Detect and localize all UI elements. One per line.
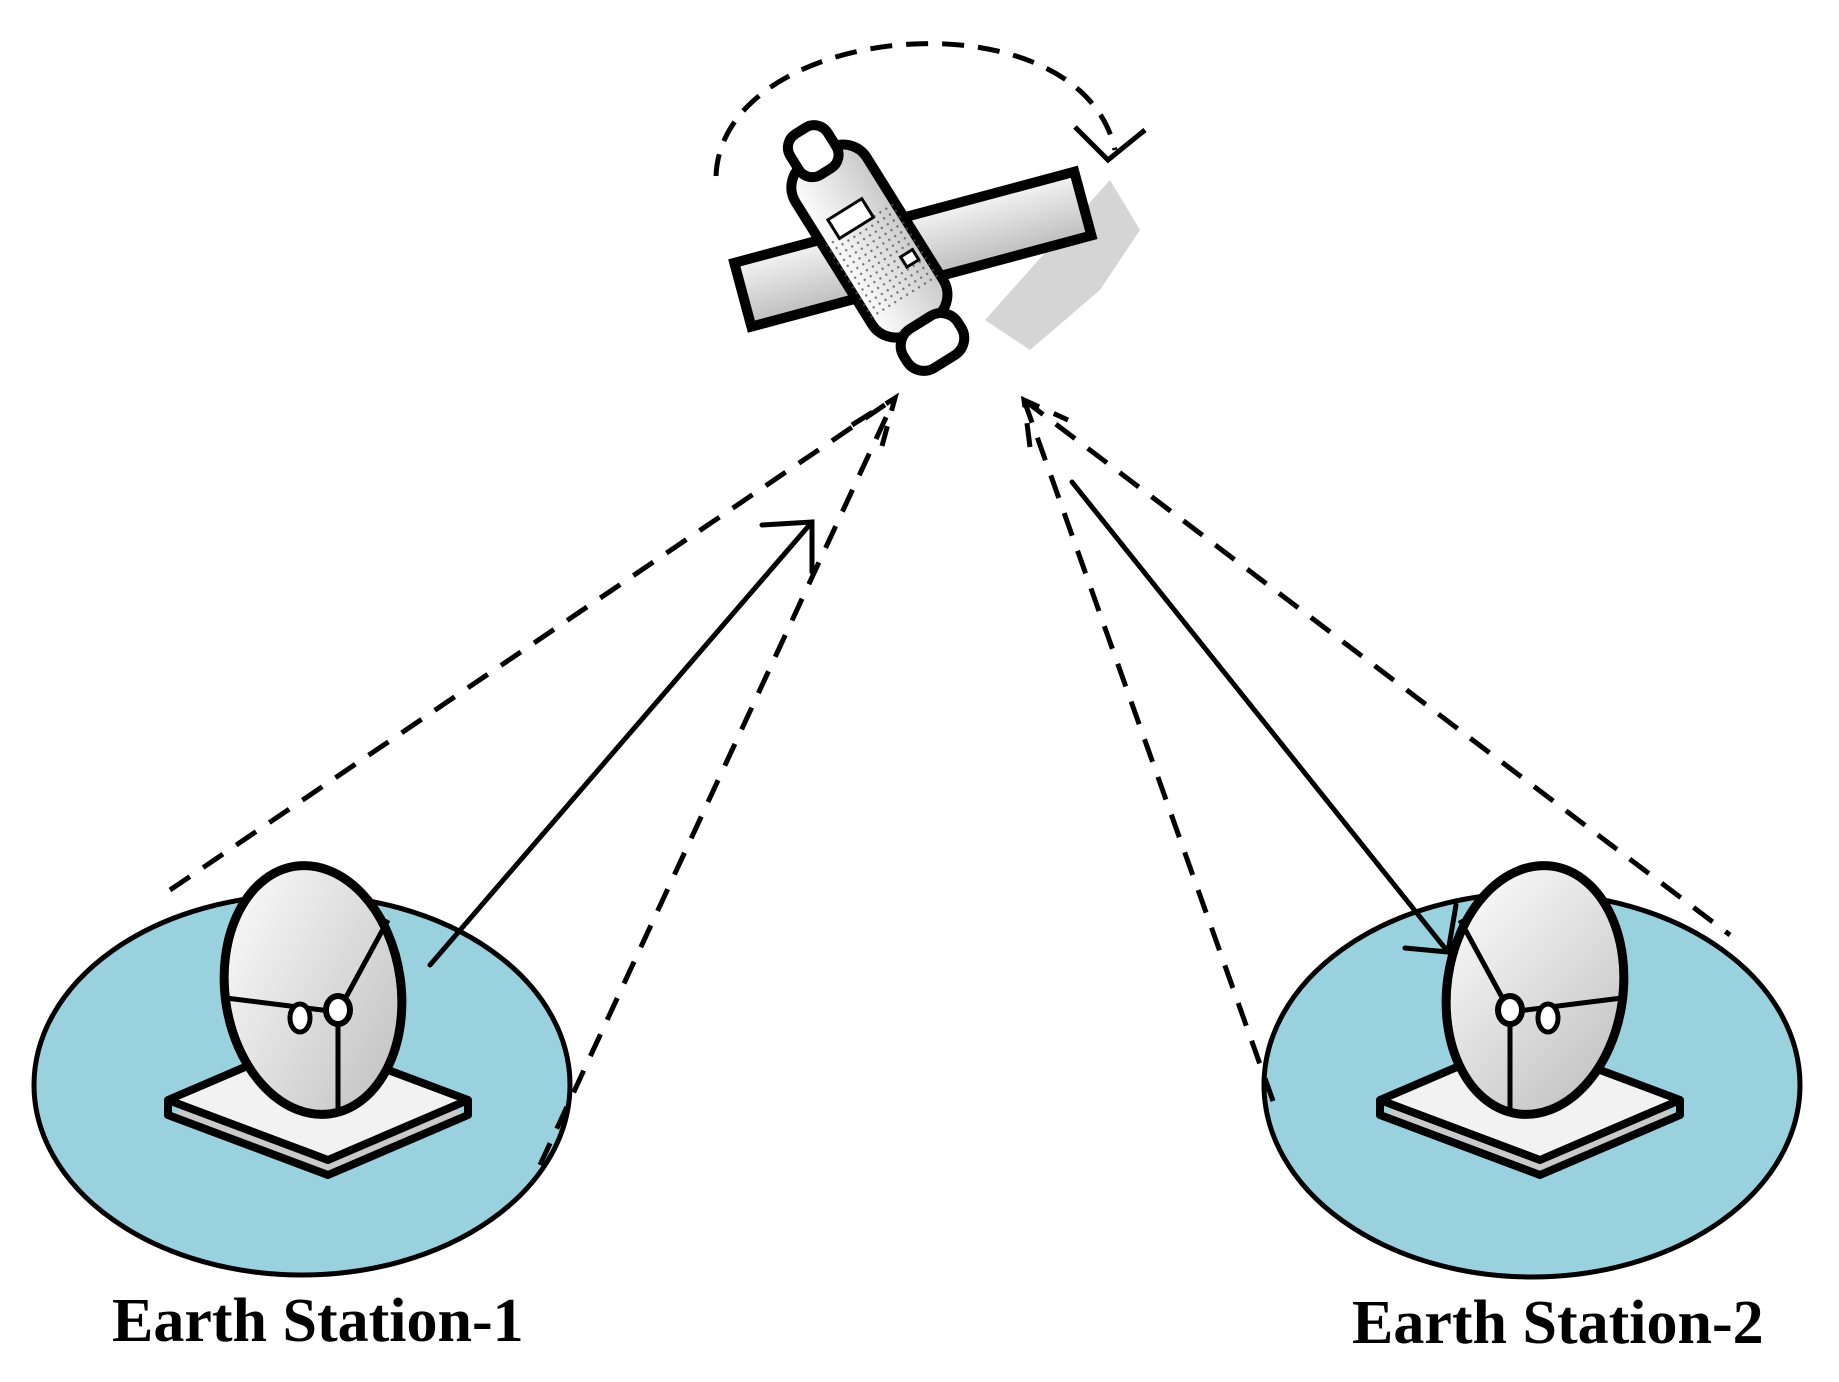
downlink-arrow [1069,479,1459,955]
satellite-nozzle [895,308,970,376]
dish-feed [323,993,353,1027]
body-window [825,196,876,241]
satellite-dish-icon [1376,861,1684,1179]
satellite-top-cap [782,120,844,183]
dish-feed [1495,993,1525,1027]
uplink-arrow [427,519,815,968]
earth-station-1-label: Earth Station-1 [112,1287,524,1355]
beam-edges-right [1020,395,1732,1116]
dish-reflector [219,861,407,1119]
satellite-shadow [985,180,1140,350]
beam-edges-left [168,392,900,1167]
orbit-arrow-icon [713,41,1147,177]
earth-station-2-label: Earth Station-2 [1352,1289,1764,1357]
body-hatch [898,247,921,270]
beam-arrowhead-left [850,392,900,447]
beam-arrowhead-right [1020,395,1070,448]
satellite-dish-icon [164,861,472,1179]
dish-reflector [1441,861,1629,1119]
satellite-icon [728,120,1140,376]
